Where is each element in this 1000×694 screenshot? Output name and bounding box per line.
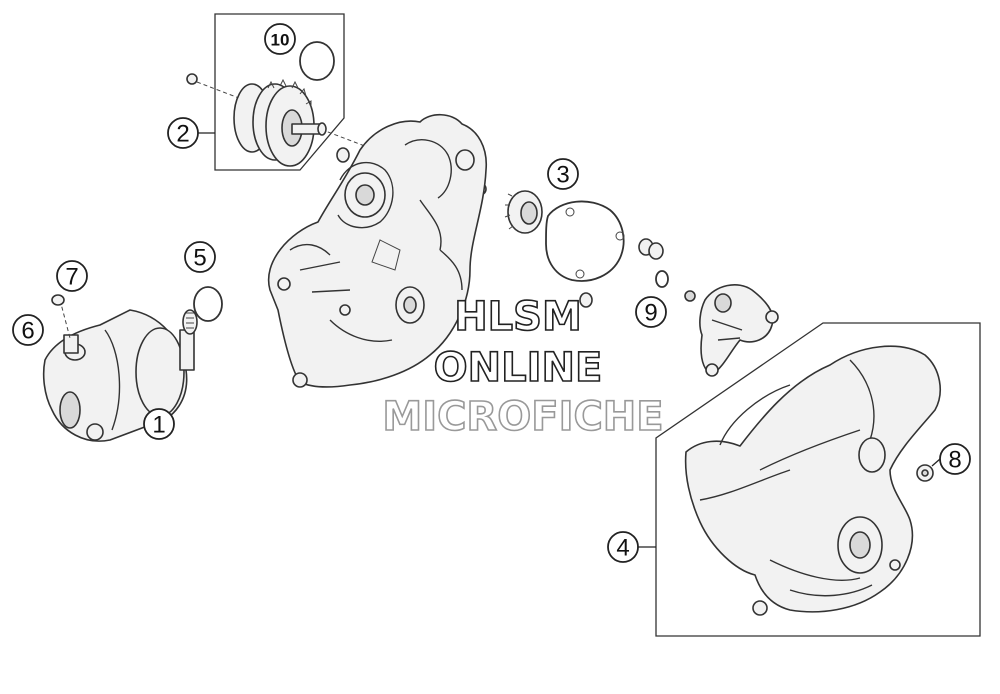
svg-text:2: 2: [176, 121, 189, 148]
svg-text:10: 10: [271, 31, 290, 50]
engine-case: [267, 113, 487, 388]
watermark-line1: HLSM: [454, 294, 582, 340]
svg-text:9: 9: [644, 300, 657, 327]
starter-idler-gear-2[interactable]: [233, 78, 327, 167]
callout-10[interactable]: 10: [264, 23, 296, 55]
callout-7[interactable]: 7: [56, 260, 88, 292]
nut-7[interactable]: [51, 294, 65, 306]
svg-text:4: 4: [616, 535, 629, 562]
dowel-pin-lower[interactable]: [579, 292, 593, 308]
washer-8-hole: [921, 469, 929, 477]
dowel-pin[interactable]: [638, 238, 664, 260]
bearing-cover[interactable]: [699, 284, 779, 377]
o-ring-10[interactable]: [299, 41, 335, 81]
svg-text:8: 8: [948, 447, 961, 474]
seal-ring-9[interactable]: [655, 270, 669, 288]
bolt-9[interactable]: [684, 290, 696, 302]
o-ring-5[interactable]: [193, 286, 223, 322]
ignition-cover-group-box: [655, 322, 981, 637]
leader-8: [931, 458, 941, 467]
ignition-cover-4[interactable]: [684, 345, 941, 616]
washer-shaft[interactable]: [336, 147, 350, 163]
callout-9[interactable]: 9: [635, 296, 667, 328]
gasket-cover[interactable]: [545, 200, 625, 282]
watermark-line3: MICROFICHE: [382, 394, 663, 440]
torque-limiter-3[interactable]: [504, 190, 543, 234]
starter-gear-group-box: [214, 13, 345, 171]
watermark: HLSM ONLINE MICROFICHE: [382, 293, 665, 441]
svg-text:6: 6: [21, 318, 34, 345]
svg-text:5: 5: [193, 245, 206, 272]
gasket-hole-c: [575, 269, 585, 279]
callout-2[interactable]: 2: [167, 117, 199, 149]
gasket-hole-b: [615, 231, 625, 241]
gasket-hole-a: [565, 207, 575, 217]
callout-6[interactable]: 6: [12, 314, 44, 346]
callout-8[interactable]: 8: [939, 443, 971, 475]
svg-text:7: 7: [65, 264, 78, 291]
svg-text:3: 3: [556, 162, 569, 189]
callout-3[interactable]: 3: [547, 158, 579, 190]
svg-text:1: 1: [152, 412, 165, 439]
watermark-line2: ONLINE: [434, 345, 603, 391]
washer-top[interactable]: [186, 73, 198, 85]
callout-4[interactable]: 4: [607, 531, 639, 563]
terminal-nut-6[interactable]: [59, 299, 79, 354]
callout-5[interactable]: 5: [184, 241, 216, 273]
callout-1[interactable]: 1: [143, 408, 175, 440]
